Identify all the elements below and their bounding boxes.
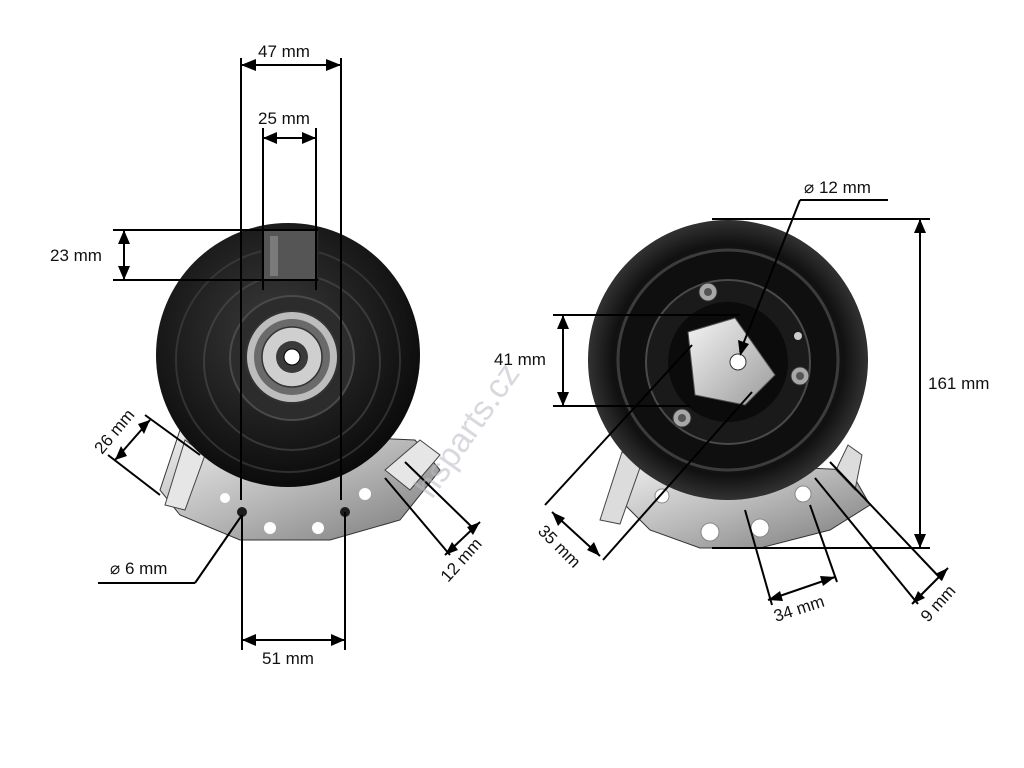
dim-tab-height: 23 mm <box>50 246 102 265</box>
dim-slot-width: 12 mm <box>437 534 486 585</box>
right-bracket-holes <box>654 485 812 542</box>
watermark: hsparts.cz <box>407 356 527 505</box>
left-dimension-lines <box>98 58 481 650</box>
dim-slot-length: 26 mm <box>91 406 139 458</box>
dim-overall-height: 161 mm <box>928 374 989 393</box>
right-dimension-lines <box>544 199 949 606</box>
dim-hole-spacing: 51 mm <box>262 649 314 668</box>
left-center-bore <box>283 348 301 366</box>
dim-bore-diameter: ⌀ 12 mm <box>804 178 871 197</box>
dim-inner-width: 25 mm <box>258 109 310 128</box>
dim-hub-width: 35 mm <box>534 521 584 571</box>
dim-inner-height: 41 mm <box>494 350 546 369</box>
left-clutch-view: 47 mm 25 mm 23 mm 26 mm ⌀ 6 mm 51 mm 12 … <box>50 42 486 668</box>
dim-bracket-slot: 9 mm <box>917 581 960 625</box>
right-clutch-view: ⌀ 12 mm 161 mm 41 mm 35 mm 34 mm 9 mm <box>494 178 989 626</box>
right-screws <box>672 282 810 428</box>
dim-hole-diameter: ⌀ 6 mm <box>110 559 167 578</box>
right-center-bore <box>729 353 747 371</box>
left-bracket-arm-right <box>384 439 441 491</box>
dim-top-width: 47 mm <box>258 42 310 61</box>
